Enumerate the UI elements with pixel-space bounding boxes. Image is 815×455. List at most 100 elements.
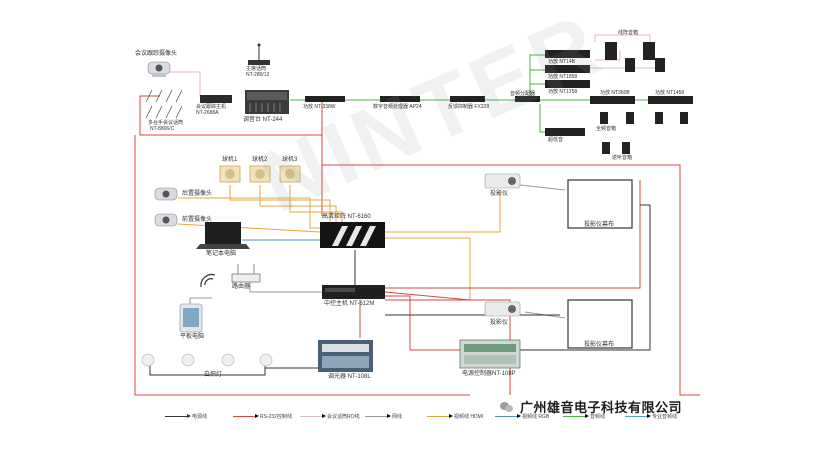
company-name-text: 广州雄音电子科技有限公司 [520, 400, 683, 415]
legend-swatch-audio [563, 413, 589, 418]
legend-label-hdmi: 视频线 HDMI [454, 414, 484, 420]
rear-camera-icon [154, 187, 178, 201]
label-lights: 白炽灯 [204, 372, 223, 378]
legend-item-power: 电源线 [165, 413, 207, 420]
legend-label-network: 网线 [392, 414, 403, 420]
hdmi-line-proj2 [385, 237, 471, 300]
legend-label-conf-video: 专业音频线 [652, 414, 678, 420]
conf-audio-line [160, 71, 215, 97]
hd-matrix-icon [320, 222, 385, 248]
feedback-suppressor-icon [450, 96, 485, 102]
screen-bottom-icon [567, 299, 633, 349]
label-conf-host-model: NT-2688A [196, 110, 219, 116]
label-mixer: 调音台 NT-244 [243, 117, 283, 123]
legend-label-rs232: RS-232控制线 [260, 414, 292, 420]
hdmi-line-c1 [229, 185, 331, 222]
label-tablet: 平板电脑 [180, 334, 205, 340]
label-subwoofer: 超低音 [548, 137, 564, 143]
legend-label-power: 电源线 [192, 414, 208, 420]
front-camera-icon [154, 213, 178, 227]
legend-swatch-conf-audio [300, 413, 326, 418]
legend-swatch-conf-video [625, 413, 651, 418]
legend-label-conf-audio: 会议话筒RO线 [327, 414, 360, 420]
legend-swatch-rs232 [233, 413, 259, 418]
amp-right-icon [590, 96, 635, 104]
audio-line-amp1 [529, 54, 545, 96]
label-router: 路由器 [232, 284, 251, 290]
hdmi-line-front [177, 223, 321, 233]
line-legend: 电源线 RS-232控制线 会议话筒RO线 网线 视频线 HDMI 视频线 RG… [165, 409, 705, 427]
label-delegate-mics: 多台手会议话筒 [148, 120, 184, 126]
label-amp-2: 功放 NT1858 [548, 74, 578, 80]
legend-item-network: 网线 [365, 413, 402, 420]
legend-swatch-rgb [495, 413, 521, 418]
legend-item-hdmi: 视频线 HDMI [427, 413, 483, 420]
label-hd-matrix: 高清矩阵 NT-6160 [322, 214, 371, 220]
label-conf-camera: 会议跟踪摄像头 [135, 51, 178, 57]
label-rear-camera: 后置摄像头 [182, 191, 213, 197]
label-power-amp: 功放 NT-338W [303, 104, 336, 110]
label-projector-top: 投影仪 [490, 191, 509, 197]
label-amp-3: 功放 NT1758 [548, 89, 578, 95]
label-speaker-bot: 返听音箱 [612, 155, 633, 161]
label-central-host: 中控主机 NT-612M [324, 301, 375, 307]
power-amp-icon [305, 96, 345, 102]
legend-swatch-network [365, 413, 391, 418]
label-speaker-top: 线阵音箱 [618, 30, 639, 36]
label-screen-top: 投影仪幕布 [584, 222, 615, 228]
label-amp-top: 功放 NT14B [548, 59, 575, 65]
label-feedback-supp: 反馈抑制器 FX328 [448, 104, 490, 110]
conference-host-icon [200, 95, 232, 103]
audio-line-amp5 [539, 104, 545, 133]
label-chairman-mic: 主席话筒 [246, 66, 267, 72]
legend-item-audio: 音频线 [563, 413, 605, 420]
label-camera-3: 球机3 [282, 157, 298, 163]
power-line-screen [520, 204, 651, 351]
amp-2-icon [545, 65, 590, 73]
speaker-line-1 [594, 34, 651, 42]
legend-label-audio: 音频线 [590, 414, 606, 420]
camera-2-icon [249, 165, 271, 183]
label-projector-bottom: 投影仪 [490, 320, 509, 326]
label-camera-1: 球机1 [222, 157, 238, 163]
wechat-icon [500, 401, 514, 413]
amp-bottom-icon [545, 128, 585, 136]
label-power-ctrl: 电源控制器NT-108P [462, 371, 516, 377]
amp-right-2-icon [648, 96, 693, 104]
speaker-line-2 [595, 50, 621, 61]
projector-top-icon [484, 173, 521, 189]
legend-item-conf-video: 专业音频线 [625, 413, 677, 420]
legend-item-rgb: 视频线 RGB [495, 413, 549, 420]
hdmi-line-proj1 [385, 190, 501, 233]
amp-3-icon [545, 80, 590, 88]
screen-top-icon [567, 179, 633, 229]
label-conf-host: 会议跟踪主机 [196, 104, 227, 110]
digital-processor-icon [380, 96, 420, 102]
legend-swatch-hdmi [427, 413, 453, 418]
mixer-icon [245, 90, 289, 114]
label-audio-switch: 音频分配器 [510, 91, 536, 97]
rs232-line-proj [384, 291, 471, 301]
camera-1-icon [219, 165, 241, 183]
camera-3-icon [279, 165, 301, 183]
hdmi-line-rear [178, 197, 320, 229]
legend-label-rgb: 视频线 RGB [522, 414, 550, 420]
rs232-line-top [321, 100, 700, 396]
hdmi-line-c2 [259, 185, 337, 222]
label-amp-right: 功放 NT360B [600, 90, 630, 96]
amp-top-icon [545, 50, 590, 58]
chairman-mic-icon [248, 43, 270, 65]
conference-camera-icon [147, 61, 171, 77]
label-delegate-mics-model: NT-8806/C [150, 126, 175, 132]
wifi-icon [200, 273, 216, 288]
label-screen-bottom: 投影仪幕布 [584, 342, 615, 348]
label-front-camera: 前置摄像头 [182, 217, 213, 223]
label-laptop: 笔记本电脑 [206, 251, 237, 257]
legend-item-rs232: RS-232控制线 [233, 413, 292, 420]
label-camera-2: 球机2 [252, 157, 268, 163]
legend-item-conf-audio: 会议话筒RO线 [300, 413, 360, 420]
label-dimmer: 调光器 NT-108L [328, 374, 371, 380]
company-name: 广州雄音电子科技有限公司 [500, 397, 682, 416]
